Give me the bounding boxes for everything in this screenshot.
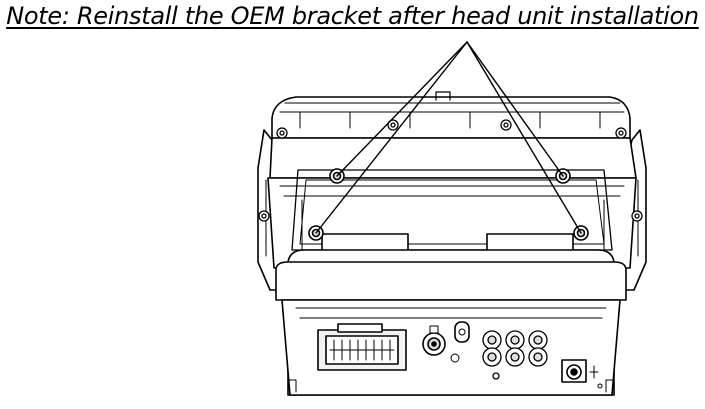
- housing-screws: [259, 120, 642, 221]
- head-unit-housing: [258, 92, 646, 290]
- installation-note: Note: Reinstall the OEM bracket after he…: [6, 2, 699, 30]
- harness-connector: [318, 324, 406, 370]
- rca-jacks: [483, 331, 547, 379]
- antenna-connector: [423, 326, 445, 355]
- aux-jack: [451, 322, 469, 362]
- callout-leader-lines: [316, 42, 581, 233]
- ground-terminal: [562, 360, 602, 388]
